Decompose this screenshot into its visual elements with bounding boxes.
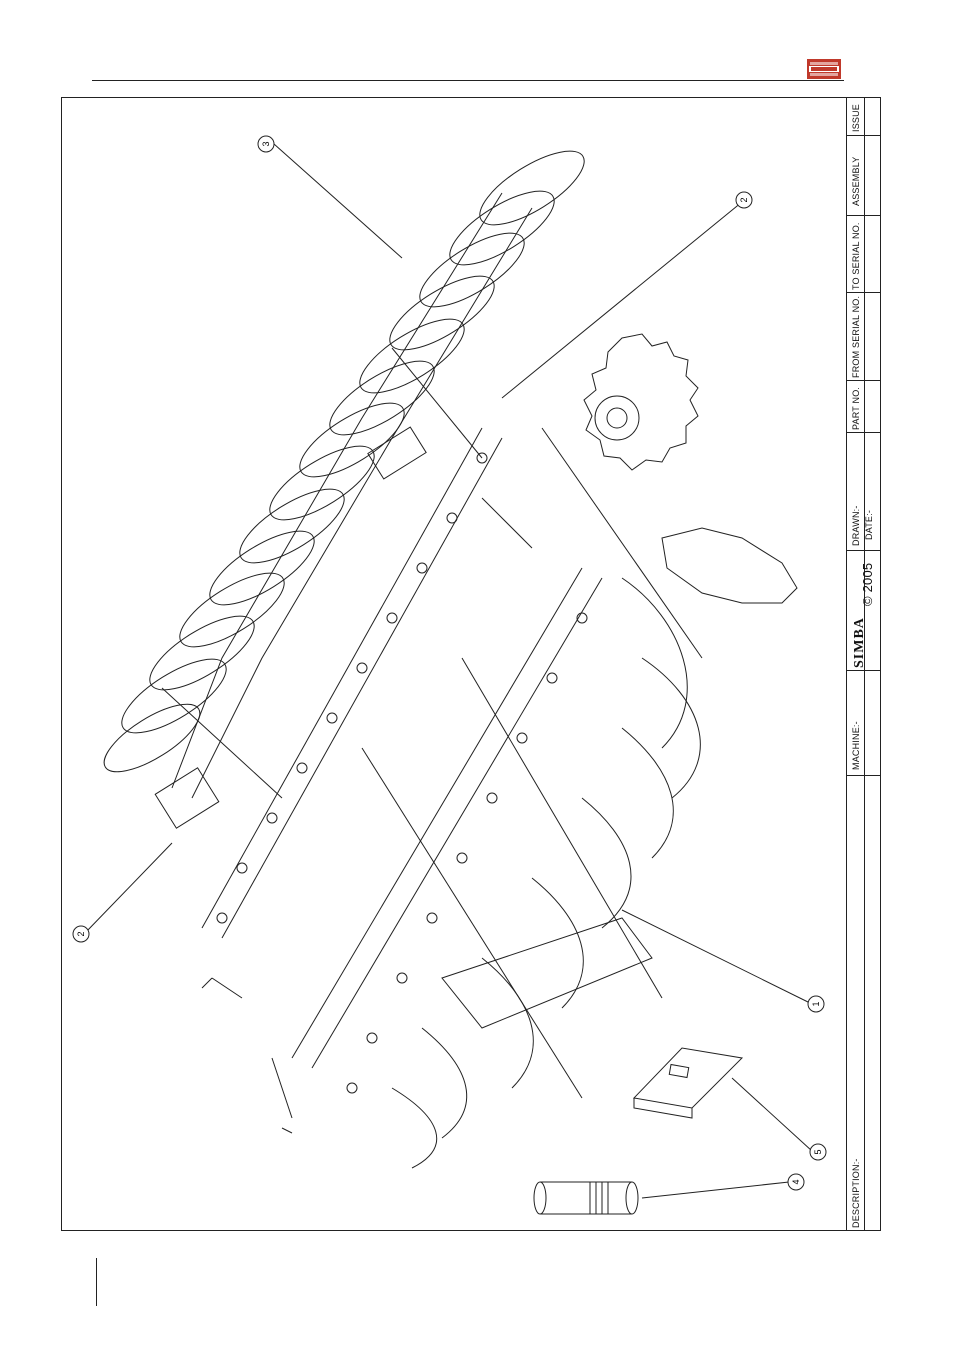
- item-balloon-1: 1: [808, 996, 824, 1012]
- roller-discs: [95, 138, 595, 785]
- svg-text:4: 4: [791, 1179, 801, 1184]
- item-balloon-4: 4: [788, 1174, 804, 1190]
- from-serial-label: FROM SERIAL NO.: [851, 296, 861, 378]
- grease-cartridge: [534, 1182, 638, 1214]
- brackets: [217, 453, 587, 1093]
- svg-text:1: 1: [811, 1001, 821, 1006]
- svg-text:2: 2: [76, 931, 86, 936]
- item-balloon-3: 3: [258, 136, 274, 152]
- notched-disc: [584, 334, 698, 470]
- assembly-label: ASSEMBLY: [851, 157, 861, 206]
- to-serial-label: TO SERIAL NO.: [851, 222, 861, 290]
- date-label: DATE:-: [864, 510, 874, 540]
- description-label: DESCRIPTION:-: [851, 1158, 861, 1228]
- svg-text:5: 5: [813, 1149, 823, 1154]
- item-balloon-2-lower: 2: [73, 926, 89, 942]
- item-balloon-2-upper: 2: [736, 192, 752, 208]
- header-rule: [92, 80, 844, 81]
- drawn-label: DRAWN:-: [851, 505, 861, 546]
- manual-book: [634, 1048, 742, 1108]
- svg-text:2: 2: [739, 197, 749, 202]
- scalloped-disc: [662, 528, 797, 603]
- footer-rule: [96, 1258, 97, 1306]
- part-no-label: PART NO.: [851, 387, 861, 430]
- svg-text:3: 3: [261, 141, 271, 146]
- simba-logo: [806, 58, 842, 80]
- item-balloon-5: 5: [810, 1144, 826, 1160]
- copyright-text: © 2005: [860, 563, 875, 606]
- issue-label: ISSUE: [851, 104, 861, 132]
- machine-label: MACHINE:-: [851, 721, 861, 770]
- tine-legs: [392, 578, 700, 1168]
- simba-wordmark: SIMBA: [852, 617, 868, 668]
- exploded-assembly-drawing: 3 2 2 1 5 4: [62, 98, 845, 1230]
